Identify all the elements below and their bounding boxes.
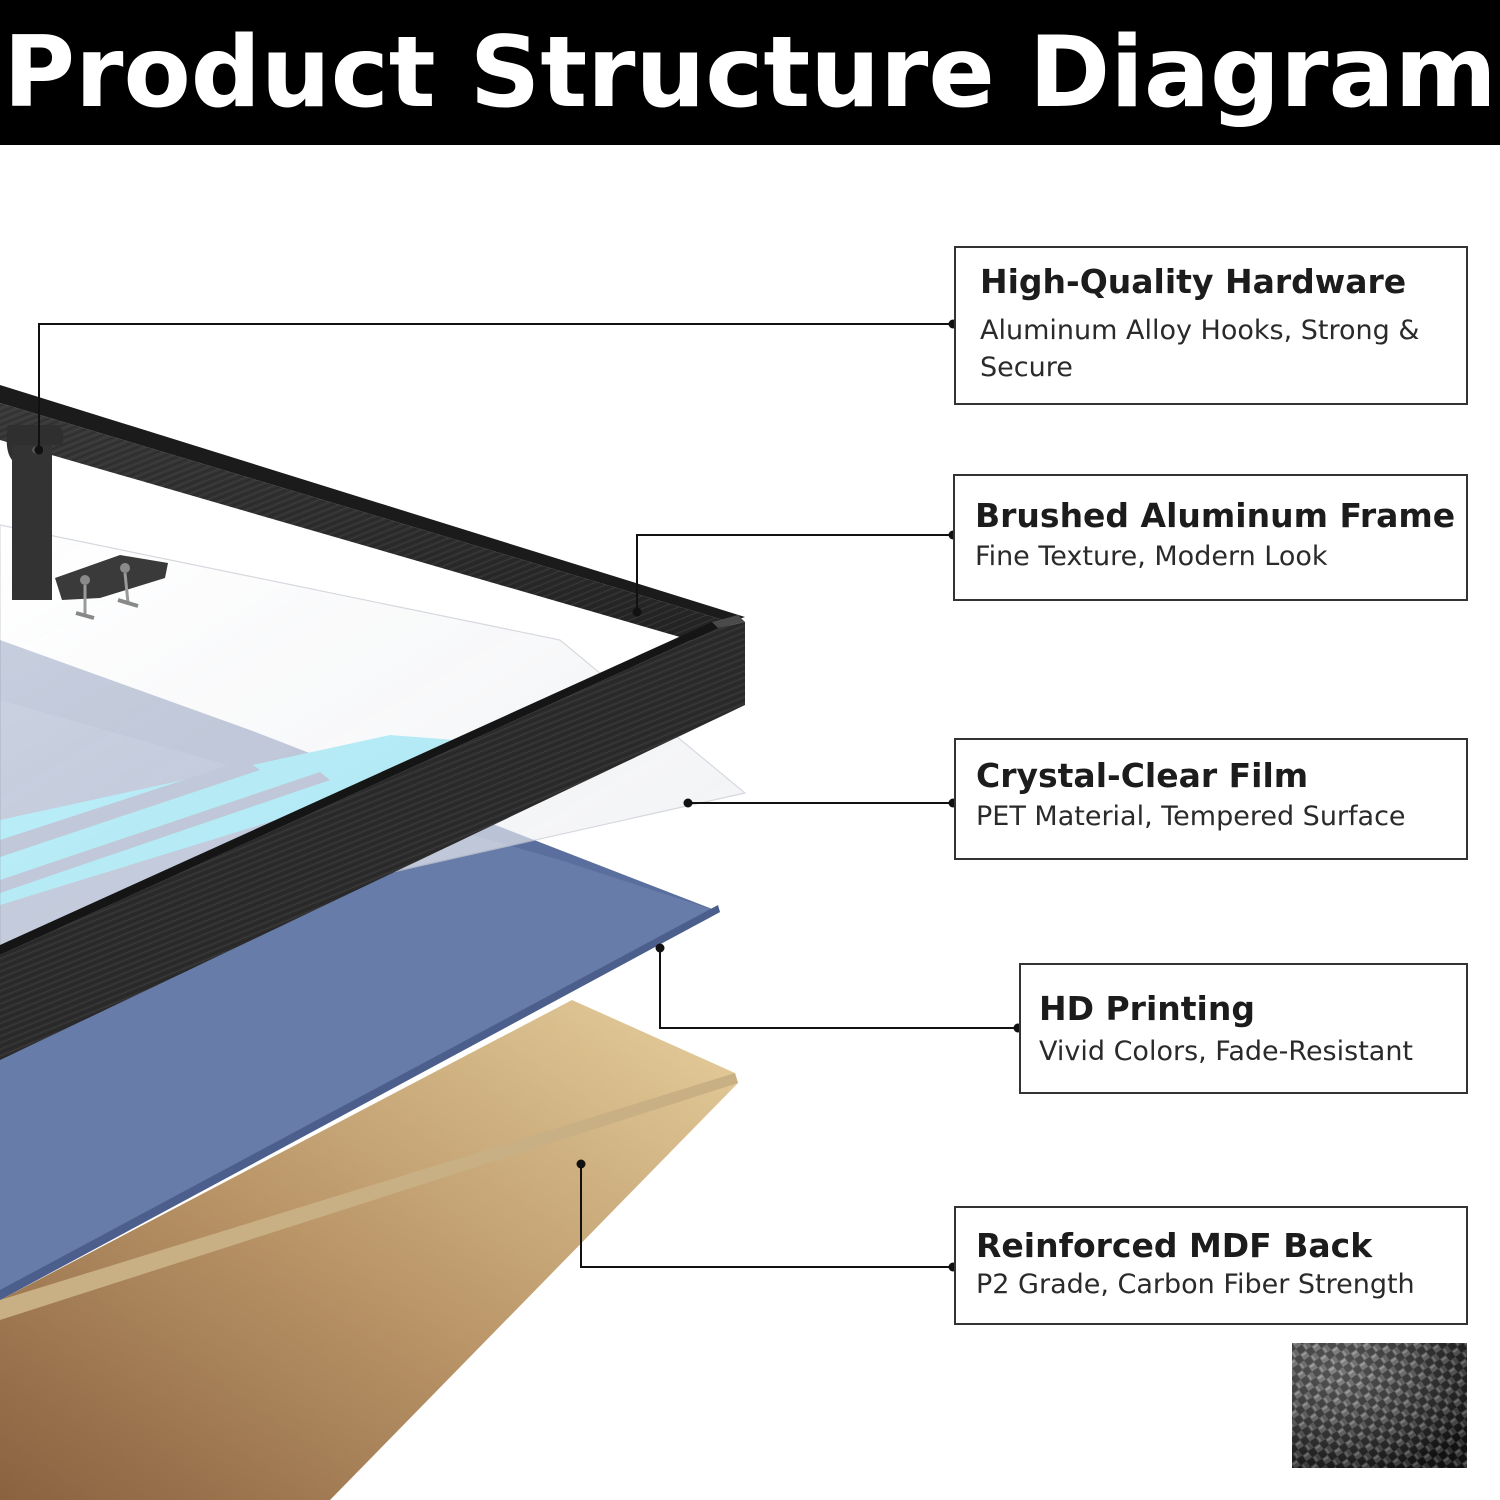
header-banner: Product Structure Diagram xyxy=(0,0,1500,145)
callout-film-desc: PET Material, Tempered Surface xyxy=(976,800,1406,832)
callout-printing-title: HD Printing xyxy=(1039,989,1255,1028)
mdf-back-panel xyxy=(0,1000,738,1500)
page-title: Product Structure Diagram xyxy=(3,15,1497,130)
callout-hardware-desc: Aluminum Alloy Hooks, Strong & Secure xyxy=(980,314,1420,384)
aluminum-frame xyxy=(0,385,745,1060)
carbon-fiber-swatch xyxy=(1292,1343,1467,1468)
callout-hardware-title: High-Quality Hardware xyxy=(980,262,1407,301)
callout-film: Crystal-Clear Film PET Material, Tempere… xyxy=(954,738,1468,860)
leader-line-printing xyxy=(659,948,1018,1029)
callout-printing: HD Printing Vivid Colors, Fade-Resistant xyxy=(1019,963,1468,1094)
leader-lines xyxy=(38,323,1018,1268)
callout-printing-desc: Vivid Colors, Fade-Resistant xyxy=(1039,1035,1414,1067)
callout-frame-desc: Fine Texture, Modern Look xyxy=(975,540,1328,572)
leader-line-frame xyxy=(636,534,953,612)
callout-mdf-desc: P2 Grade, Carbon Fiber Strength xyxy=(976,1268,1415,1300)
callout-hardware: High-Quality Hardware Aluminum Alloy Hoo… xyxy=(954,246,1468,405)
leader-line-hardware xyxy=(38,323,953,450)
callout-mdf: Reinforced MDF Back P2 Grade, Carbon Fib… xyxy=(954,1206,1468,1325)
clear-film-sheet xyxy=(0,524,747,961)
leader-line-mdf xyxy=(580,1164,953,1268)
callout-frame-title: Brushed Aluminum Frame xyxy=(975,496,1456,535)
callout-frame: Brushed Aluminum Frame Fine Texture, Mod… xyxy=(953,474,1468,601)
callout-film-title: Crystal-Clear Film xyxy=(976,756,1309,795)
hanging-hook-hardware xyxy=(6,425,168,620)
callout-mdf-title: Reinforced MDF Back xyxy=(976,1226,1373,1265)
